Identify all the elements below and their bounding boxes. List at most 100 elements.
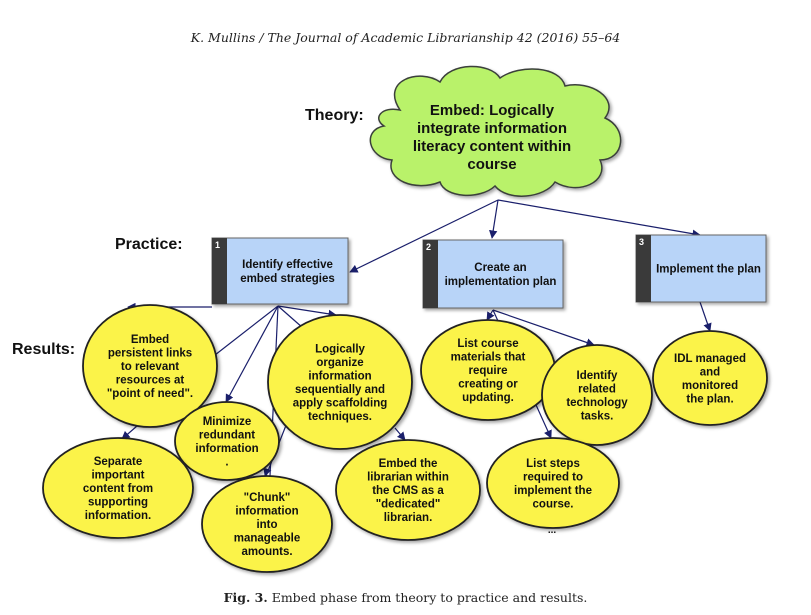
result-text-line: sequentially and: [295, 384, 385, 396]
result-text-line: require: [469, 365, 508, 377]
connector-box1-to-organize: [277, 305, 337, 318]
theory-text-line: course: [467, 156, 516, 173]
result-ellipse: [486, 437, 620, 529]
result-text-line: IDL managed: [674, 353, 746, 365]
result-text-line: .: [225, 456, 228, 468]
result-ellipse: [541, 344, 653, 446]
result-ellipse: [335, 439, 481, 541]
result-ellipse: [652, 330, 768, 426]
connector-box2-to-tech: [492, 309, 595, 347]
connector-box1-spoke: [214, 305, 279, 356]
connector-box1-to-minimize: [225, 305, 279, 403]
result-text-line: supporting: [88, 497, 148, 509]
practice-box-label: Identify effective: [242, 259, 333, 271]
caption-text: Embed phase from theory to practice and …: [271, 590, 588, 605]
practice-box-label: implementation plan: [445, 276, 557, 288]
result-ellipse: [42, 437, 194, 539]
connector-organize-to-librarian: [394, 427, 406, 441]
practice-box-body: [211, 237, 349, 305]
practice-label: Practice:: [115, 236, 183, 253]
connector-box2-to-course-materials: [486, 309, 495, 321]
result-text-line: important: [91, 470, 144, 482]
result-ellipse: [82, 304, 218, 428]
connector-minimize-to-chunk: [263, 467, 272, 477]
result-text-line: List course: [457, 338, 518, 350]
journal-header: K. Mullins / The Journal of Academic Lib…: [190, 30, 621, 45]
result-text-line: information: [195, 443, 258, 455]
result-text-line: librarian.: [384, 512, 433, 524]
connector-links-to-separate: [121, 425, 138, 440]
result-text-line: information.: [85, 510, 151, 522]
practice-box-body: [635, 234, 767, 303]
practice-box-label: embed strategies: [240, 273, 335, 285]
result-text-line: required to: [523, 471, 583, 483]
result-text-line: monitored: [682, 380, 738, 392]
result-text-line: and: [700, 366, 720, 378]
result-ellipse: [267, 314, 413, 450]
practice-box-number: 1: [215, 240, 220, 250]
result-text-line: "dedicated": [376, 499, 441, 511]
practice-box-tab: [212, 238, 227, 304]
result-text-line: redundant: [199, 429, 255, 441]
practice-box-tab: [636, 235, 651, 302]
theory-text-line: literacy content within: [413, 138, 571, 155]
result-text-line: librarian within: [367, 472, 449, 484]
result-text-line: Minimize: [203, 416, 252, 428]
result-text-line: implement the: [514, 485, 592, 497]
connector-box3-to-idl: [699, 301, 712, 332]
caption-label: Fig. 3.: [223, 590, 268, 605]
connector-theory-to-practice-1: [349, 199, 499, 273]
result-text-line: "point of need".: [107, 388, 193, 400]
result-text-line: content from: [83, 483, 153, 495]
result-text-line: Embed the: [379, 458, 438, 470]
practice-box-number: 2: [426, 242, 431, 252]
result-text-line: organize: [316, 357, 363, 369]
connector-theory-to-practice-3: [497, 199, 701, 238]
theory-text-line: Embed: Logically: [430, 102, 555, 119]
result-text-line: Identify: [577, 370, 618, 382]
result-text-line: resources at: [116, 375, 185, 387]
results-label: Results:: [12, 341, 75, 358]
result-text-line: creating or: [458, 379, 518, 391]
result-text-line: the plan.: [686, 393, 733, 405]
result-text-line: information: [235, 506, 298, 518]
practice-box-body: [422, 239, 564, 309]
result-text-line: updating.: [462, 392, 514, 404]
theory-label: Theory:: [305, 107, 364, 124]
result-text-line: into: [256, 519, 277, 531]
result-text-line: persistent links: [108, 348, 192, 360]
result-text-line: information: [308, 370, 371, 382]
theory-text-line: integrate information: [417, 120, 567, 137]
result-text-line: techniques.: [308, 411, 372, 423]
result-text-line: Separate: [94, 456, 143, 468]
result-text-line: Logically: [315, 343, 365, 355]
result-ellipse: [201, 475, 333, 573]
result-text-line: manageable: [234, 533, 300, 545]
result-text-line: to relevant: [121, 361, 179, 373]
result-ellipse: [174, 401, 280, 481]
result-text-line: technology: [566, 397, 628, 409]
result-text-line: apply scaffolding: [293, 397, 388, 409]
result-text-line: List steps: [526, 458, 580, 470]
practice-box-number: 3: [639, 237, 644, 247]
result-text-line: "Chunk": [244, 492, 291, 504]
connector-theory-to-practice-2: [489, 199, 499, 239]
theory-cloud: [369, 65, 622, 197]
result-text-line: amounts.: [241, 546, 292, 558]
connector-box1-spoke: [277, 305, 304, 329]
figure-caption: Fig. 3. Embed phase from theory to pract…: [0, 590, 811, 605]
result-text-line: the CMS as a: [372, 485, 444, 497]
